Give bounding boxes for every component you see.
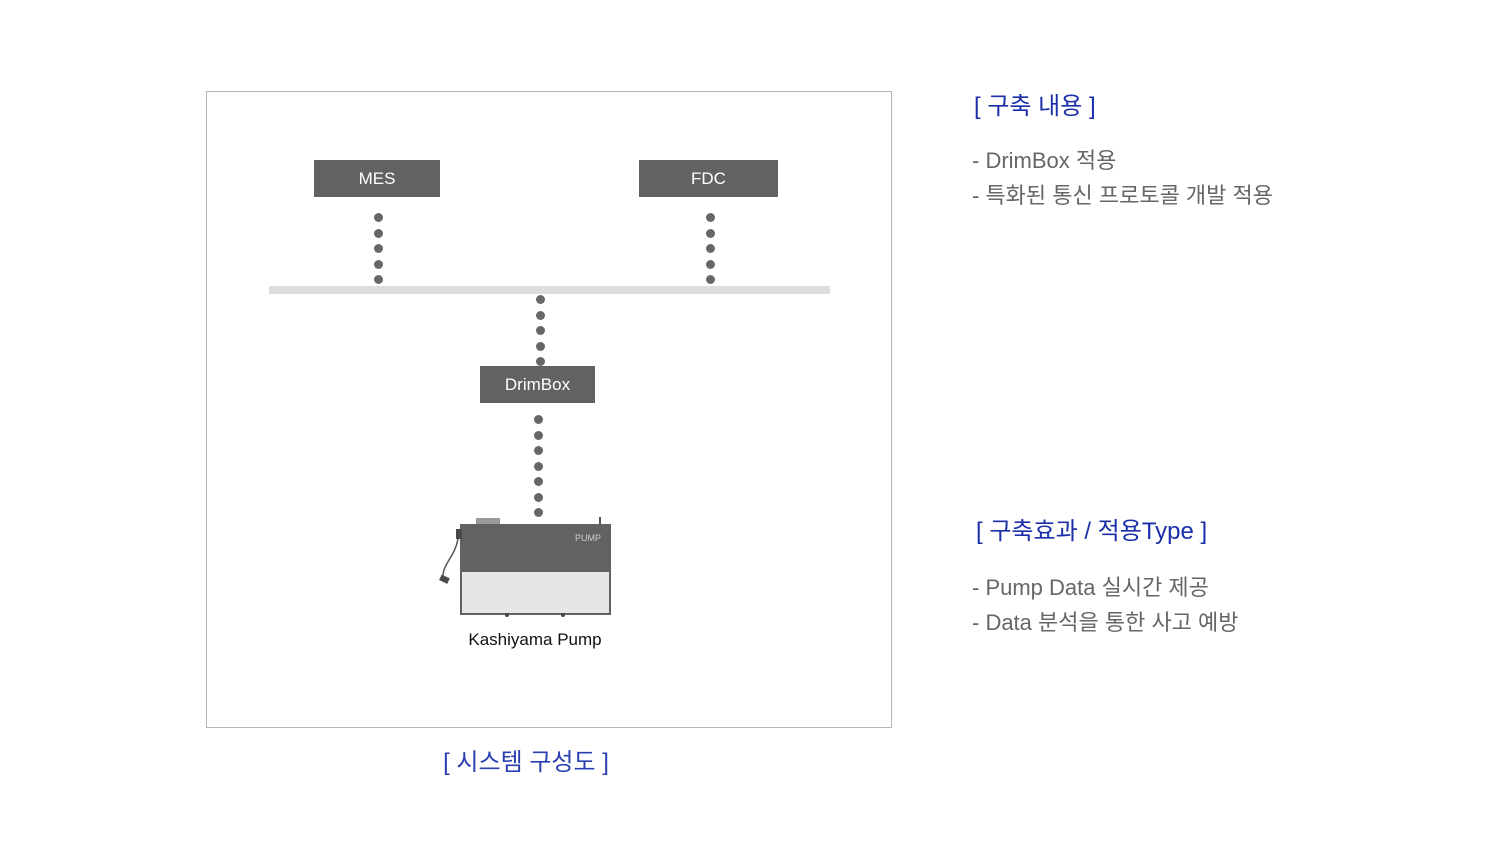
diagram-caption: [ 시스템 구성도 ] [443, 749, 609, 776]
drimbox-node: DrimBox [480, 366, 595, 403]
pump-tag: PUMP [575, 533, 601, 543]
bus-to-drimbox-connector [535, 295, 545, 373]
connector-dot [705, 259, 715, 269]
connector-dot [535, 341, 545, 351]
connector-dot [533, 477, 543, 486]
pump-foot [561, 613, 565, 617]
connector-dot [373, 244, 383, 253]
connector-dot [533, 492, 543, 502]
connector-dot [533, 461, 543, 471]
connector-dot [373, 275, 383, 284]
connector-dot [535, 310, 545, 320]
connector-dot [535, 357, 545, 366]
connector-dot [705, 275, 715, 284]
content-heading: [ 구축 내용 ] [974, 93, 1096, 120]
pump-foot [505, 613, 509, 617]
mes-connector [373, 213, 383, 291]
effect-item: - Pump Data 실시간 제공 [972, 575, 1209, 600]
pump-illustration: PUMP [439, 517, 611, 617]
content-item: - DrimBox 적용 [972, 148, 1117, 173]
effect-item: - Data 분석을 통한 사고 예방 [972, 610, 1239, 635]
fdc-connector [705, 213, 715, 291]
connector-dot [373, 259, 383, 269]
connector-dot [533, 430, 543, 440]
pump-cable [442, 538, 459, 577]
connector-dot [535, 326, 545, 335]
mes-node: MES [314, 160, 440, 197]
content-item: - 특화된 통신 프로토콜 개발 적용 [972, 183, 1274, 208]
connector-dot [373, 213, 383, 222]
network-bus-line [269, 286, 830, 294]
connector-dot [533, 415, 543, 424]
connector-dot [373, 228, 383, 238]
pump-side-connector [456, 529, 462, 539]
pump-cable-plug [439, 574, 450, 584]
connector-dot [705, 244, 715, 253]
effect-list: - Pump Data 실시간 제공 - Data 분석을 통한 사고 예방 [972, 570, 1239, 640]
connector-dot [533, 446, 543, 455]
drimbox-to-pump-connector [533, 415, 543, 524]
effect-heading: [ 구축효과 / 적용Type ] [976, 518, 1208, 545]
pump-top-cap [476, 518, 500, 525]
pump-upper-body [460, 524, 611, 571]
connector-dot [535, 295, 545, 304]
connector-dot [705, 228, 715, 238]
fdc-node: FDC [639, 160, 778, 197]
pump-label: Kashiyama Pump [468, 630, 602, 649]
pump-lower-body [460, 570, 611, 615]
connector-dot [705, 213, 715, 222]
connector-dot [533, 508, 543, 517]
content-list: - DrimBox 적용 - 특화된 통신 프로토콜 개발 적용 [972, 143, 1273, 213]
system-diagram-frame: MES FDC DrimBox [206, 91, 892, 728]
